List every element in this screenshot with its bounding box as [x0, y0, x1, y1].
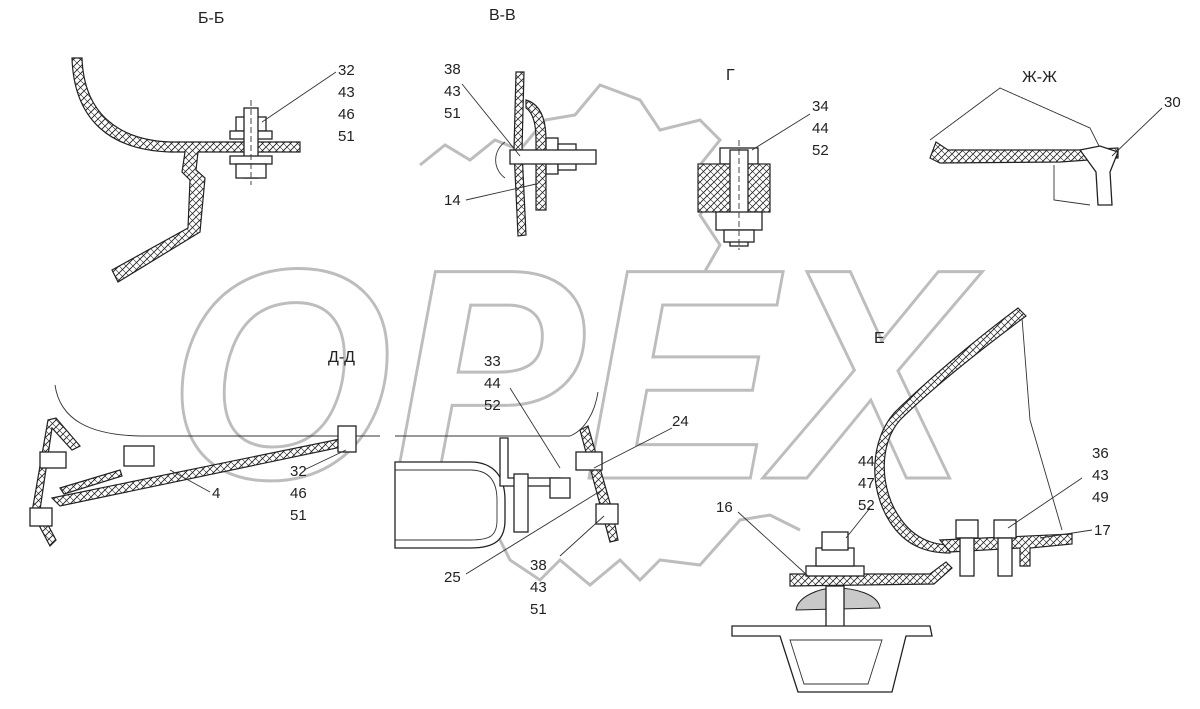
- e-panel: [874, 307, 1027, 554]
- watermark-text: OPEX: [168, 206, 983, 542]
- bb-leader: [261, 71, 337, 123]
- e-leader-17: [1039, 529, 1093, 539]
- section-title-vv: В-В: [489, 7, 516, 24]
- e-washer: [805, 565, 865, 577]
- zhzh-leader: [1111, 107, 1163, 157]
- vv-leader-14: [465, 183, 537, 201]
- callout-e-left-part: 16: [716, 499, 733, 516]
- callout-label: 38: [530, 557, 547, 574]
- e-right-stem-b: [997, 537, 1013, 577]
- callout-label: 46: [338, 106, 355, 123]
- section-dd-drawing: [29, 384, 380, 547]
- callout-label: 43: [444, 83, 461, 100]
- callout-label: 32: [338, 62, 355, 79]
- callout-label: 51: [530, 601, 547, 618]
- callout-vv-part: 14: [444, 192, 461, 209]
- callout-label: 51: [444, 105, 461, 122]
- mid-bolt-top: [575, 451, 603, 471]
- section-vv-drawing: [461, 71, 597, 237]
- e-right-stem-a: [959, 537, 975, 577]
- callout-mid-part-25: 25: [444, 569, 461, 586]
- callout-e-right-part: 17: [1094, 522, 1111, 539]
- e-bracket: [789, 561, 953, 587]
- dd-leader-4: [169, 469, 211, 493]
- e-mount: [731, 625, 933, 693]
- callout-mid-top-stack: 33 44 52: [484, 353, 501, 414]
- callout-mid-bottom-stack: 38 43 51: [530, 557, 547, 618]
- callout-label: 36: [1092, 445, 1109, 462]
- mid-frame: [394, 461, 506, 549]
- callout-label: 51: [338, 128, 355, 145]
- e-nut: [815, 547, 855, 567]
- dd-bolt-bottom: [29, 507, 53, 527]
- e-bolt-head: [821, 531, 849, 551]
- callout-dd-part: 4: [212, 485, 220, 502]
- dd-left-panel: [31, 417, 81, 547]
- e-leader-center: [845, 507, 871, 539]
- dd-leader-stack: [303, 449, 347, 471]
- callout-label: 51: [290, 507, 307, 524]
- section-title-dd: Д-Д: [328, 349, 355, 366]
- callout-label: 33: [484, 353, 501, 370]
- e-leader-right-stack: [1007, 477, 1083, 529]
- mid-leader-top: [509, 387, 561, 469]
- callout-label: 43: [338, 84, 355, 101]
- callout-e-center-stack: 44 47 52: [858, 453, 875, 514]
- mid-bolt-center: [549, 477, 571, 499]
- e-right-bolt-b: [993, 519, 1017, 539]
- callout-label: 47: [858, 475, 875, 492]
- section-title-e: Е: [874, 330, 885, 347]
- section-zhzh-drawing: [929, 87, 1163, 206]
- e-leader-16: [737, 511, 809, 577]
- dd-bolt-right: [337, 425, 357, 453]
- callout-label: 46: [290, 485, 307, 502]
- callout-dd-stack: 32 46 51: [290, 463, 307, 524]
- callout-label: 38: [444, 61, 461, 78]
- e-right-bolt-a: [955, 519, 979, 539]
- mid-leader-25: [465, 489, 603, 575]
- callout-label: 44: [484, 375, 501, 392]
- dd-lower-strut: [59, 469, 123, 495]
- callout-label: 44: [812, 120, 829, 137]
- callout-label: 52: [812, 142, 829, 159]
- vv-leader-top: [461, 83, 521, 157]
- middle-assembly-drawing: [394, 387, 673, 575]
- zhzh-clip: [1078, 145, 1119, 206]
- section-g-drawing: [697, 113, 811, 250]
- callout-mid-part-24: 24: [672, 413, 689, 430]
- callout-label: 49: [1092, 489, 1109, 506]
- zhzh-panel: [929, 141, 1119, 164]
- mid-bolt-bottom: [595, 503, 619, 525]
- g-leader: [751, 113, 811, 151]
- callout-label: 43: [530, 579, 547, 596]
- callout-label: 44: [858, 453, 875, 470]
- mid-stud: [513, 473, 529, 533]
- callout-bb-stack: 32 43 46 51: [338, 62, 355, 145]
- callout-zhzh-part: 30: [1164, 94, 1181, 111]
- callout-label: 43: [1092, 467, 1109, 484]
- mid-leader-bottom: [559, 515, 605, 557]
- callout-vv-stack: 38 43 51: [444, 61, 461, 122]
- callout-label: 52: [484, 397, 501, 414]
- callout-g-stack: 34 44 52: [812, 98, 829, 159]
- section-e-drawing: [731, 307, 1093, 693]
- vv-bolt: [509, 149, 597, 165]
- watermark: OPEX: [167, 83, 984, 587]
- callout-label: 34: [812, 98, 829, 115]
- section-title-bb: Б-Б: [198, 10, 224, 27]
- callout-label: 32: [290, 463, 307, 480]
- section-title-zhzh: Ж-Ж: [1022, 69, 1057, 86]
- section-title-g: Г: [726, 67, 735, 84]
- dd-bolt-mid: [123, 445, 155, 467]
- mid-leader-24: [593, 427, 673, 469]
- dd-bolt-left: [39, 451, 67, 469]
- callout-label: 52: [858, 497, 875, 514]
- callout-e-right-stack: 36 43 49: [1092, 445, 1109, 506]
- section-bb-drawing: [71, 57, 337, 283]
- bb-panel: [71, 57, 301, 283]
